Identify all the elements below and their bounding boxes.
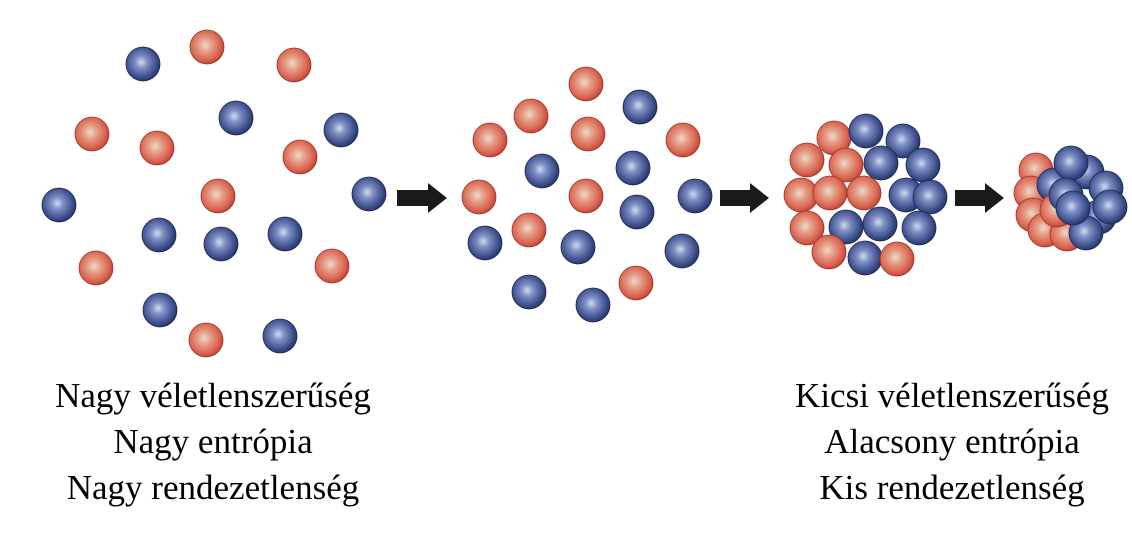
red-particle	[568, 66, 604, 102]
blue-particle	[203, 226, 239, 262]
red-particle	[846, 175, 882, 211]
blue-particle	[141, 217, 177, 253]
blue-particle	[664, 233, 700, 269]
red-particle	[511, 212, 547, 248]
blue-particle	[619, 194, 655, 230]
red-particle	[618, 265, 654, 301]
right-arrow-icon	[720, 183, 769, 213]
red-particle	[78, 250, 114, 286]
red-particle	[812, 175, 848, 211]
stage-3-particles	[783, 113, 948, 277]
caption-right-line-1: Kicsi véletlenszerűség	[795, 376, 1109, 415]
stage-2-particles	[461, 66, 713, 323]
blue-particle	[847, 240, 883, 276]
blue-particle	[912, 179, 948, 215]
blue-particle	[615, 150, 651, 186]
low-entropy-caption: Kicsi véletlenszerűség Alacsony entrópia…	[780, 373, 1124, 511]
caption-left-line-3: Nagy rendezetlenség	[66, 468, 360, 507]
caption-left-line-2: Nagy entrópia	[113, 422, 313, 461]
blue-particle	[848, 113, 884, 149]
red-particle	[665, 122, 701, 158]
red-particle	[513, 98, 549, 134]
blue-particle	[125, 46, 161, 82]
red-particle	[789, 142, 825, 178]
red-particle	[789, 210, 825, 246]
red-particle	[200, 178, 236, 214]
blue-particle	[862, 206, 898, 242]
red-particle	[828, 147, 864, 183]
blue-particle	[218, 100, 254, 136]
stage-4-particles	[1013, 145, 1128, 252]
caption-left-line-1: Nagy véletlenszerűség	[55, 376, 371, 415]
red-particle	[188, 322, 224, 358]
red-particle	[74, 116, 110, 152]
red-particle	[570, 116, 606, 152]
blue-particle	[1053, 145, 1089, 181]
right-arrow-icon	[955, 183, 1004, 213]
blue-particle	[560, 229, 596, 265]
blue-particle	[351, 176, 387, 212]
blue-particle	[262, 318, 298, 354]
blue-particle	[467, 225, 503, 261]
blue-particle	[524, 153, 560, 189]
blue-particle	[863, 145, 899, 181]
caption-right-line-2: Alacsony entrópia	[824, 422, 1080, 461]
blue-particle	[511, 274, 547, 310]
red-particle	[276, 47, 312, 83]
red-particle	[568, 178, 604, 214]
red-particle	[314, 248, 350, 284]
blue-particle	[575, 287, 611, 323]
blue-particle	[1092, 189, 1128, 225]
red-particle	[461, 179, 497, 215]
blue-particle	[1055, 190, 1091, 226]
blue-particle	[677, 178, 713, 214]
blue-particle	[142, 292, 178, 328]
red-particle	[139, 130, 175, 166]
red-particle	[472, 122, 508, 158]
blue-particle	[41, 187, 77, 223]
high-entropy-caption: Nagy véletlenszerűség Nagy entrópia Nagy…	[0, 373, 426, 511]
red-particle	[282, 139, 318, 175]
stage-1-particles	[41, 29, 387, 358]
red-particle	[811, 234, 847, 270]
caption-right-line-3: Kis rendezetlenség	[819, 468, 1085, 507]
blue-particle	[622, 89, 658, 125]
blue-particle	[267, 216, 303, 252]
blue-particle	[885, 123, 921, 159]
red-particle	[879, 241, 915, 277]
blue-particle	[901, 210, 937, 246]
blue-particle	[323, 112, 359, 148]
right-arrow-icon	[397, 183, 447, 213]
blue-particle	[905, 147, 941, 183]
red-particle	[189, 29, 225, 65]
